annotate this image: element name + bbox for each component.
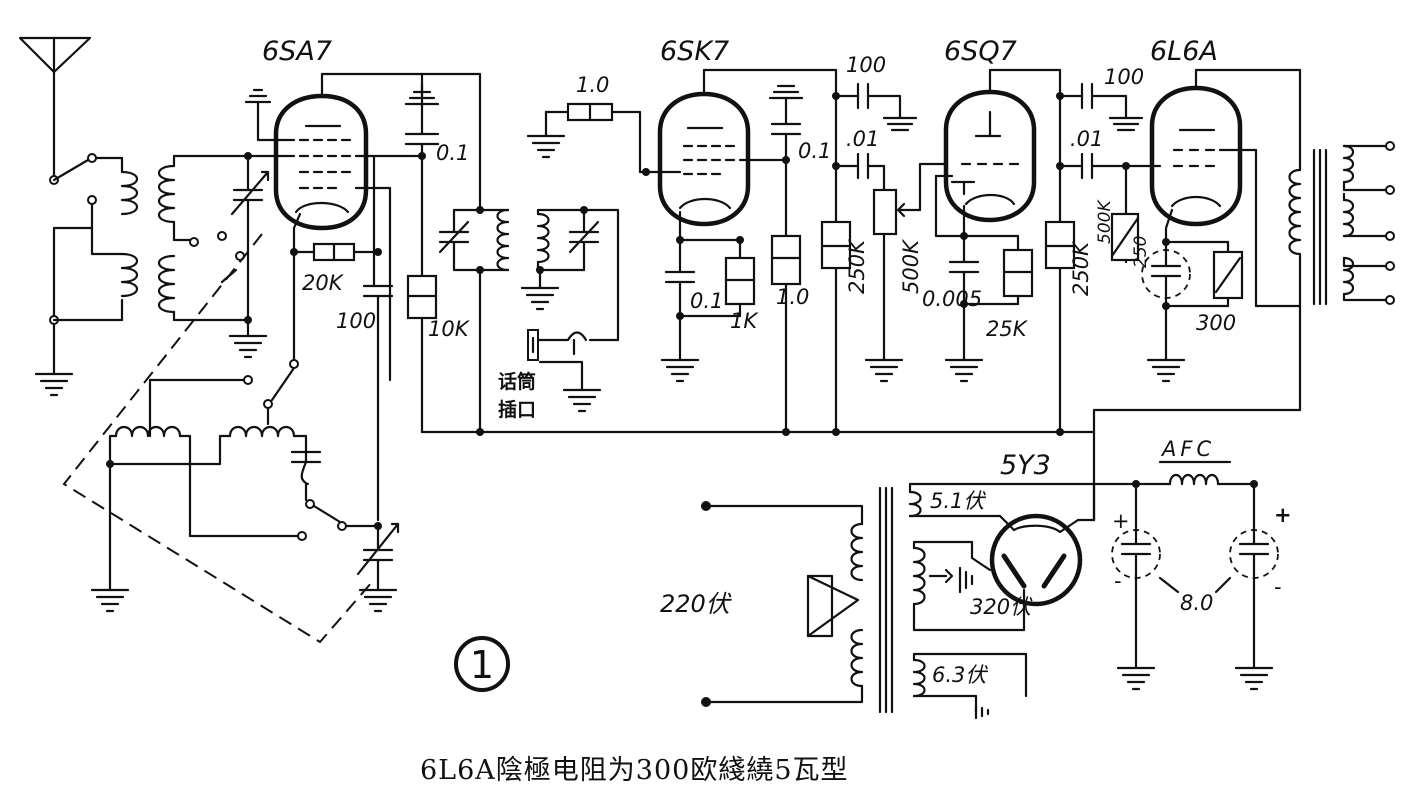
antenna-symbol: [18, 36, 92, 182]
figure-caption: 6L6A陰極电阻为300欧綫繞5瓦型: [420, 755, 849, 786]
label-r-20k: 20K: [302, 271, 345, 295]
label-5-1v: 5.1伏: [930, 489, 986, 513]
label-c-v2-screen: 0.1: [798, 139, 831, 163]
output-transformer: [1288, 141, 1395, 306]
tube-label-6l6a: 6L6A: [1150, 36, 1218, 67]
filter-choke-afc: [1092, 460, 1258, 488]
ground-antenna: [34, 372, 74, 397]
label-r-250k-det: 250K: [845, 238, 869, 294]
label-pot-500k: 500K: [899, 238, 923, 294]
label-r-1k: 1K: [730, 309, 759, 333]
figure-number-circle: [454, 636, 510, 692]
label-6-3v: 6.3伏: [932, 663, 988, 687]
label-c-v1-screen: 0.1: [436, 141, 469, 165]
label-r-250k-out: 250K: [1069, 240, 1093, 296]
tuning-capacitor-input: [228, 152, 270, 359]
antenna-coils: [120, 154, 250, 322]
label-mic-resistor: 1.0: [576, 73, 609, 97]
mic-jack-label-line1: 话筒: [498, 370, 536, 393]
tube-5y3: [989, 513, 1083, 607]
capacitor-100-osc: [362, 284, 394, 522]
capacitor-cathode-6sk7: [660, 238, 742, 383]
tuning-capacitor-osc: [290, 450, 400, 613]
mic-jack: [526, 102, 642, 413]
b-plus-bus: [420, 298, 1302, 522]
resistor-20k: [290, 242, 382, 262]
cathode-bypass-6l6a: [1141, 240, 1244, 383]
label-minus-right: -: [1274, 575, 1282, 599]
power-transformer: [850, 482, 1096, 720]
label-r-300: 300: [1196, 311, 1236, 335]
detector-coupling: [820, 82, 946, 434]
label-c-250: 250: [1131, 236, 1151, 268]
label-afc: AFC: [1160, 437, 1215, 461]
tube-label-6sa7: 6SA7: [262, 36, 332, 67]
oscillator-coils: [106, 359, 308, 592]
ganged-tuning-link: [62, 233, 373, 644]
filter-capacitors: [1111, 482, 1279, 691]
tube-label-5y3: 5Y3: [1000, 450, 1051, 481]
tube-6sq7: [934, 68, 1062, 434]
label-plus-left: +: [1112, 509, 1130, 533]
mic-jack-label-line2: 插口: [498, 399, 536, 421]
label-plus-right: +: [1274, 503, 1292, 527]
label-c-100-osc: 100: [336, 309, 376, 333]
mains-input: [701, 501, 864, 707]
tube-label-6sq7: 6SQ7: [944, 36, 1017, 67]
label-r-10k: 10K: [428, 317, 471, 341]
label-c-v2-cathode: 0.1: [690, 289, 723, 313]
label-r-25k: 25K: [986, 317, 1029, 341]
figure-number: 1: [470, 643, 494, 687]
if-transformer: [420, 72, 620, 434]
label-r-500k-out: 500K: [1095, 199, 1115, 244]
label-c-8-0: 8.0: [1180, 591, 1213, 615]
label-c-01-out: .01: [1070, 127, 1103, 151]
label-c-0005: 0.005: [922, 287, 982, 311]
tube-label-6sk7: 6SK7: [660, 36, 729, 67]
tube-6sk7: [638, 68, 838, 260]
label-minus-left: -: [1114, 569, 1122, 593]
label-c-01-det: .01: [846, 127, 879, 151]
resistor-10k: [406, 274, 438, 434]
ground-osc: [90, 588, 130, 613]
label-220v: 220伏: [660, 590, 733, 618]
screen-bypass-6sk7: [768, 84, 804, 434]
tube-6sa7: [244, 72, 424, 382]
label-r-1-0: 1.0: [776, 285, 809, 309]
output-coupling: [1044, 82, 1162, 270]
band-switch-input: [49, 153, 124, 376]
resistor-1k: [724, 256, 756, 306]
label-320v: 320伏: [970, 595, 1033, 619]
label-c-100-out: 100: [1104, 65, 1144, 89]
tube-6l6a: [1149, 68, 1302, 308]
label-c-100-det: 100: [846, 53, 886, 77]
screen-bypass-6sa7: [400, 72, 440, 278]
